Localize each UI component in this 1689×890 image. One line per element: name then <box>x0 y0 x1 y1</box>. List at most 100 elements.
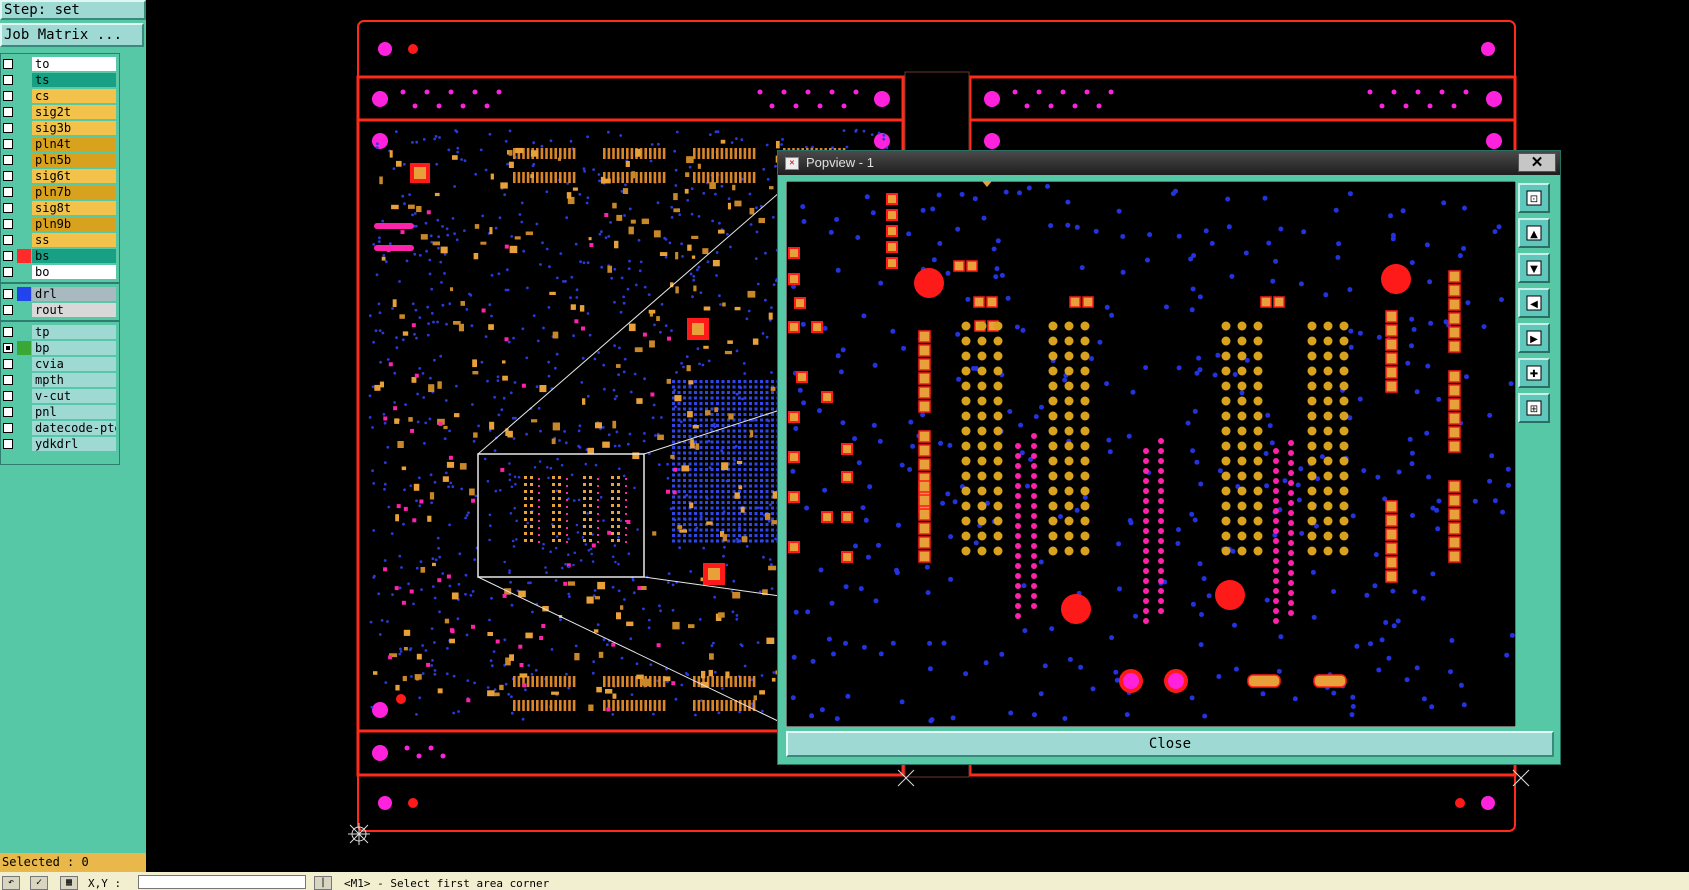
layer-row-pnl[interactable]: pnl <box>1 404 119 420</box>
layer-name[interactable]: bp <box>32 341 116 355</box>
layer-checkbox[interactable] <box>3 123 13 133</box>
layer-name[interactable]: ydkdrl <box>32 437 116 451</box>
layer-checkbox[interactable] <box>3 327 13 337</box>
layer-name[interactable]: bs <box>32 249 116 263</box>
layer-name[interactable]: rout <box>32 303 116 317</box>
layer-checkbox[interactable] <box>3 391 13 401</box>
popview-app-icon: ✕ <box>785 157 799 170</box>
layer-name[interactable]: cs <box>32 89 116 103</box>
layer-name[interactable]: pln7b <box>32 185 116 199</box>
layer-checkbox[interactable] <box>3 187 13 197</box>
zoom-area-rect <box>477 453 645 578</box>
layer-checkbox[interactable] <box>3 407 13 417</box>
layer-row-cs[interactable]: cs <box>1 88 119 104</box>
popview-title: Popview - 1 <box>806 155 874 170</box>
layer-name[interactable]: mpth <box>32 373 116 387</box>
zoom-fit-icon[interactable]: ⊡ <box>1518 183 1550 213</box>
layer-name[interactable]: to <box>32 57 116 71</box>
layer-row-rout[interactable]: rout <box>1 302 119 318</box>
layer-name[interactable]: bo <box>32 265 116 279</box>
pan-up-icon[interactable]: ▲ <box>1518 218 1550 248</box>
layer-name[interactable]: ss <box>32 233 116 247</box>
origin-marker <box>348 769 1530 845</box>
layer-row-sig8t[interactable]: sig8t <box>1 200 119 216</box>
pan-right-icon[interactable]: ▶ <box>1518 323 1550 353</box>
close-icon[interactable]: ✕ <box>1518 153 1556 172</box>
layer-checkbox[interactable] <box>3 155 13 165</box>
layer-row-ydkdrl[interactable]: ydkdrl <box>1 436 119 452</box>
layer-checkbox[interactable] <box>3 305 13 315</box>
layer-checkbox[interactable] <box>3 359 13 369</box>
layer-row-ts[interactable]: ts <box>1 72 119 88</box>
layer-checkbox[interactable] <box>3 203 13 213</box>
layer-row-v-cut[interactable]: v-cut <box>1 388 119 404</box>
svg-text:▼: ▼ <box>1530 264 1538 275</box>
layer-row-to[interactable]: to <box>1 56 119 72</box>
layer-row-pln5b[interactable]: pln5b <box>1 152 119 168</box>
layer-name[interactable]: pln9b <box>32 217 116 231</box>
layer-checkbox[interactable] <box>3 289 13 299</box>
layer-checkbox[interactable] <box>3 267 13 277</box>
xy-label: X,Y : <box>88 877 122 890</box>
popview-titlebar[interactable]: ✕ Popview - 1 ✕ <box>778 151 1560 175</box>
popview-zoomed-canvas[interactable] <box>786 181 1516 727</box>
layer-checkbox[interactable] <box>3 139 13 149</box>
layer-checkbox[interactable] <box>3 91 13 101</box>
layer-row-ss[interactable]: ss <box>1 232 119 248</box>
checkmark-icon[interactable]: ✓ <box>30 876 48 890</box>
undo-icon[interactable]: ↶ <box>2 876 20 890</box>
layer-checkbox[interactable] <box>3 439 13 449</box>
layer-checkbox[interactable] <box>3 343 13 353</box>
layer-row-bo[interactable]: bo <box>1 264 119 280</box>
layer-name[interactable]: tp <box>32 325 116 339</box>
layer-row-pln4t[interactable]: pln4t <box>1 136 119 152</box>
svg-text:⊡: ⊡ <box>1530 194 1538 205</box>
layer-checkbox[interactable] <box>3 219 13 229</box>
layer-name[interactable]: sig2t <box>32 105 116 119</box>
layer-row-pln7b[interactable]: pln7b <box>1 184 119 200</box>
grid-icon[interactable]: ▦ <box>60 876 78 890</box>
layer-row-pln9b[interactable]: pln9b <box>1 216 119 232</box>
layer-name[interactable]: pln4t <box>32 137 116 151</box>
layer-row-bs[interactable]: bs <box>1 248 119 264</box>
layer-name[interactable]: sig3b <box>32 121 116 135</box>
layer-checkbox[interactable] <box>3 251 13 261</box>
xy-input[interactable] <box>138 875 306 889</box>
popview-window: ✕ Popview - 1 ✕ ⊡ ▲ ▼ ◀ ▶ ✚ ⊞ Close <box>777 150 1561 765</box>
zoom-home-icon[interactable]: ✚ <box>1518 358 1550 388</box>
pan-down-icon[interactable]: ▼ <box>1518 253 1550 283</box>
layer-row-bp[interactable]: bp <box>1 340 119 356</box>
layer-checkbox[interactable] <box>3 107 13 117</box>
layer-checkbox[interactable] <box>3 235 13 245</box>
layer-name[interactable]: cvia <box>32 357 116 371</box>
layer-row-sig6t[interactable]: sig6t <box>1 168 119 184</box>
layer-name[interactable]: sig8t <box>32 201 116 215</box>
layer-row-mpth[interactable]: mpth <box>1 372 119 388</box>
layer-name[interactable]: pnl <box>32 405 116 419</box>
layer-name[interactable]: v-cut <box>32 389 116 403</box>
layer-checkbox[interactable] <box>3 59 13 69</box>
status-bar: ↶ ✓ ▦ X,Y : | <M1> - Select first area c… <box>0 872 1689 890</box>
svg-text:▲: ▲ <box>1530 229 1538 240</box>
pan-left-icon[interactable]: ◀ <box>1518 288 1550 318</box>
layer-name[interactable]: ts <box>32 73 116 87</box>
layer-row-sig3b[interactable]: sig3b <box>1 120 119 136</box>
close-button[interactable]: Close <box>786 731 1554 757</box>
layer-row-sig2t[interactable]: sig2t <box>1 104 119 120</box>
layer-row-tp[interactable]: tp <box>1 324 119 340</box>
layer-row-drl[interactable]: drl <box>1 286 119 302</box>
layer-row-datecode-pte[interactable]: datecode-pte <box>1 420 119 436</box>
layer-row-cvia[interactable]: cvia <box>1 356 119 372</box>
job-matrix-button[interactable]: Job Matrix ... <box>0 23 144 47</box>
layer-color-swatch <box>17 287 31 301</box>
layer-checkbox[interactable] <box>3 375 13 385</box>
divider-icon[interactable]: | <box>314 876 332 890</box>
layer-name[interactable]: drl <box>32 287 116 301</box>
layer-name[interactable]: datecode-pte <box>32 421 116 435</box>
layer-checkbox[interactable] <box>3 171 13 181</box>
layer-checkbox[interactable] <box>3 423 13 433</box>
zoom-window-icon[interactable]: ⊞ <box>1518 393 1550 423</box>
layer-checkbox[interactable] <box>3 75 13 85</box>
layer-name[interactable]: pln5b <box>32 153 116 167</box>
layer-name[interactable]: sig6t <box>32 169 116 183</box>
